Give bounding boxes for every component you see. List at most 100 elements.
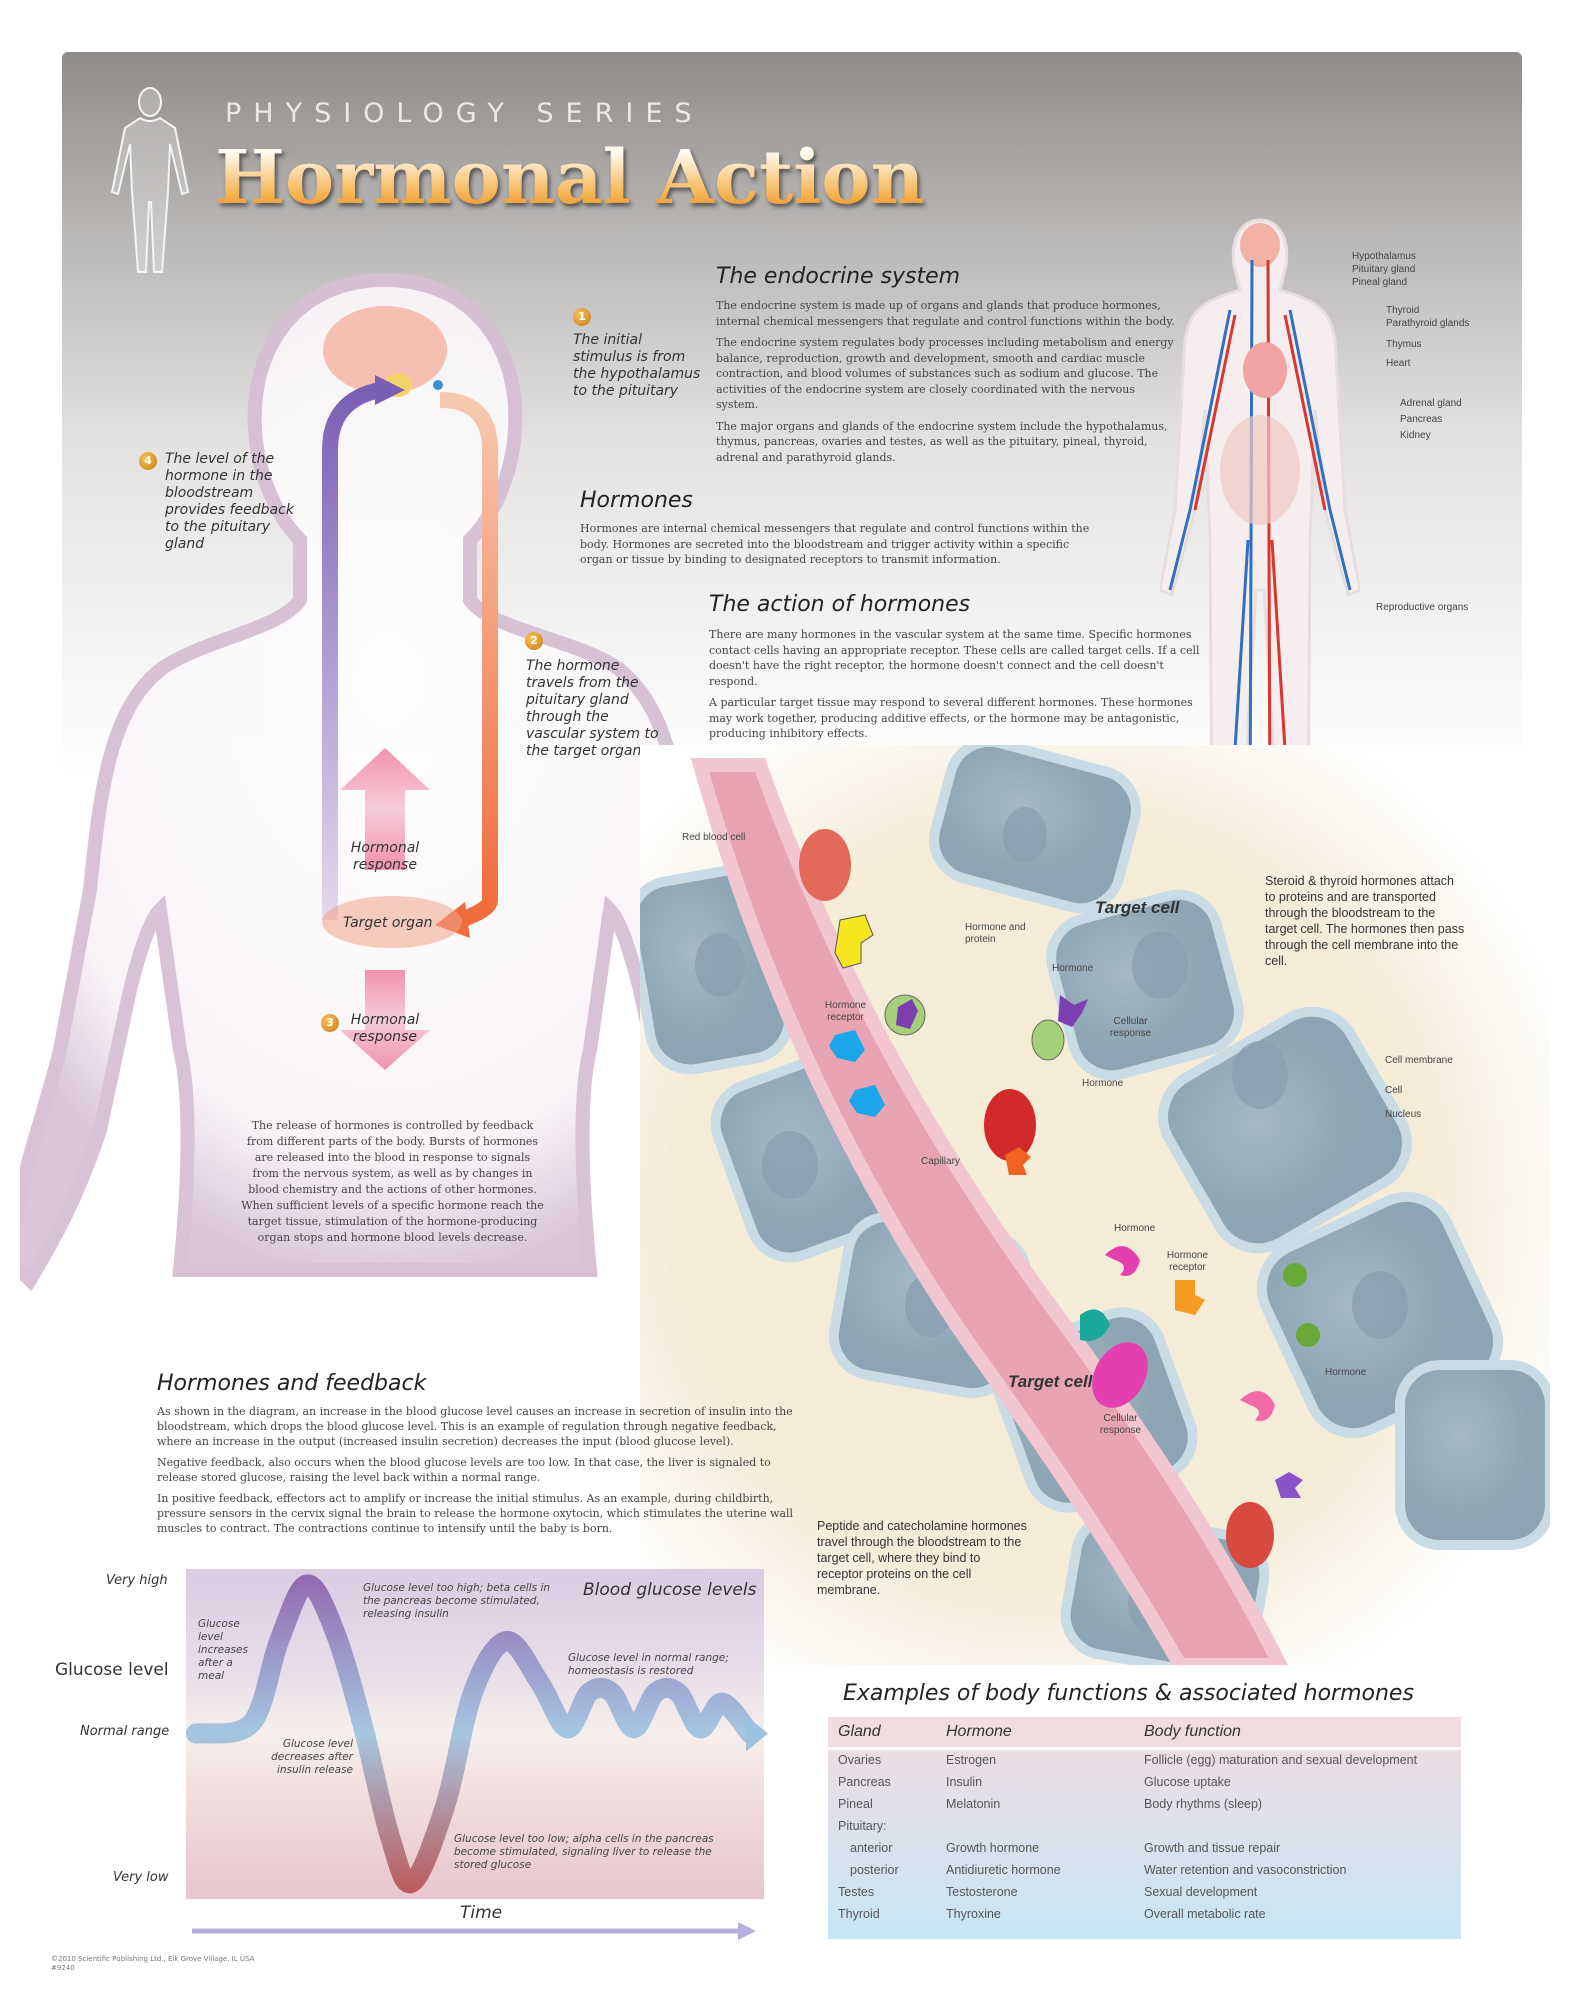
data-point (412, 1882, 413, 1883)
product-code: #9240 (51, 1964, 75, 1972)
table-cell: anterior (850, 1840, 893, 1855)
table-header-row: Gland Hormone Body function (828, 1717, 1461, 1750)
series-arrowhead (746, 1715, 768, 1752)
copyright-text: ©2010 Scientific Publishing Ltd., Elk Gr… (51, 1955, 255, 1963)
table-cell: Estrogen (946, 1753, 997, 1768)
label-cellular-response: Cellular response (1099, 1413, 1142, 1436)
target-organ-shape (322, 896, 462, 948)
label-cellular-response: Cellular response (1109, 1016, 1152, 1039)
data-point (567, 1728, 568, 1729)
label-heart: Heart (1386, 358, 1411, 369)
hormones-heading: Hormones (580, 488, 693, 513)
data-point (611, 1692, 612, 1693)
data-point (196, 1733, 197, 1734)
step-1-badge: 1 (573, 308, 591, 326)
data-point (722, 1702, 723, 1703)
data-point (251, 1723, 252, 1724)
capillary-vessel (690, 758, 1288, 1665)
data-point (506, 1640, 507, 1641)
table-cell: Growth and tissue repair (1144, 1840, 1281, 1855)
table-cell: Follicle (egg) maturation and sexual dev… (1144, 1753, 1418, 1768)
label-red-blood-cell: Red blood cell (682, 832, 746, 843)
action-text: There are many hormones in the vascular … (709, 627, 1214, 748)
chart-annotation: Glucose level decreases after insulin re… (271, 1738, 353, 1776)
feedback-paragraph: As shown in the diagram, an increase in … (157, 1405, 793, 1448)
steroid-note: Steroid & thyroid hormones attach to pro… (1265, 874, 1465, 968)
action-heading: The action of hormones (709, 592, 971, 617)
step-3-badge: 3 (321, 1014, 339, 1032)
data-point (677, 1692, 678, 1693)
table-cell: Sexual development (1144, 1884, 1258, 1899)
target-organ-label: Target organ (343, 915, 433, 931)
column-header: Hormone (936, 1717, 1134, 1750)
feedback-text: As shown in the diagram, an increase in … (157, 1404, 797, 1542)
column-header: Body function (1134, 1717, 1461, 1750)
label-hypothalamus: Hypothalamus (1352, 251, 1416, 262)
table-cell: Body rhythms (sleep) (1144, 1796, 1263, 1811)
data-point (445, 1805, 446, 1806)
chart-annotation: Glucose level in normal range; homeostas… (568, 1652, 729, 1677)
column-header: Gland (828, 1717, 936, 1750)
label-thyroid: Thyroid (1386, 305, 1420, 316)
table-cell: posterior (850, 1862, 899, 1877)
ytick-normal-range: Normal range (80, 1724, 170, 1739)
endocrine-figure (1160, 218, 1360, 832)
data-point (473, 1692, 474, 1693)
ytick-very-high: Very high (106, 1573, 168, 1588)
feedback-release-text: The release of hormones is controlled by… (241, 1119, 544, 1244)
label-adrenal: Adrenal gland (1400, 398, 1462, 409)
label-pituitary: Pituitary gland (1352, 264, 1416, 275)
table-cell: Overall metabolic rate (1144, 1906, 1266, 1921)
table-row: anterior Growth hormone Growth and tissue … (828, 1837, 1461, 1859)
step-3-text: Hormonal response (350, 1012, 420, 1045)
table-cell: Melatonin (946, 1796, 1001, 1811)
data-point (700, 1728, 701, 1729)
label-cell: Cell (1385, 1085, 1403, 1096)
table-cell (1134, 1815, 1461, 1837)
copyright: ©2010 Scientific Publishing Ltd., Elk Gr… (51, 1955, 254, 1973)
step-4-text: The level of the hormone in the bloodstr… (165, 451, 294, 552)
table-cell: Testes (838, 1884, 875, 1899)
brain-icon (323, 306, 447, 394)
table-cell: Pancreas (838, 1774, 891, 1789)
action-paragraph: A particular target tissue may respond t… (709, 696, 1193, 740)
table-cell: Growth hormone (946, 1840, 1040, 1855)
red-blood-cells (799, 829, 1274, 1568)
label-pineal: Pineal gland (1352, 277, 1408, 288)
step-1-text: The initial stimulus is from the hypotha… (573, 332, 701, 399)
step-2-badge: 2 (525, 632, 543, 650)
data-point (306, 1584, 307, 1585)
step-2-text: The hormone travels from the pituitary g… (526, 658, 659, 759)
table-cell: Pituitary: (838, 1818, 887, 1833)
endocrine-paragraph: The endocrine system regulates body proc… (716, 336, 1174, 411)
page-title: Hormonal Action (215, 135, 925, 221)
data-point (362, 1723, 363, 1724)
step-4-badge: 4 (139, 452, 157, 470)
data-point (279, 1640, 280, 1641)
endocrine-paragraph: The major organs and glands of the endoc… (716, 419, 1168, 464)
table-cell: Insulin (946, 1774, 983, 1789)
endocrine-text: The endocrine system is made up of organ… (716, 298, 1176, 471)
data-point (655, 1692, 656, 1693)
label-hormone-receptor: Hormone receptor (1166, 1250, 1209, 1273)
table-title: Examples of body functions & associated … (843, 1681, 1414, 1706)
peptide-note: Peptide and catecholamine hormones trave… (817, 1519, 1027, 1597)
label-target-cell: Target cell (1008, 1372, 1093, 1391)
feedback-heading: Hormones and feedback (157, 1371, 427, 1396)
label-capillary: Capillary (921, 1156, 960, 1167)
feedback-paragraph: Negative feedback, also occurs when the … (157, 1456, 771, 1484)
data-point (389, 1836, 390, 1837)
table-cell: Water retention and vasoconstriction (1144, 1862, 1347, 1877)
y-axis-label: Glucose level (55, 1660, 169, 1680)
label-hormone: Hormone (1082, 1078, 1124, 1089)
hormones-text: Hormones are internal chemical messenger… (580, 522, 1090, 566)
chart-title: Blood glucose levels (583, 1580, 757, 1600)
label-hormone-receptor: Hormone receptor (824, 1000, 867, 1023)
label-cell-membrane: Cell membrane (1385, 1055, 1453, 1066)
